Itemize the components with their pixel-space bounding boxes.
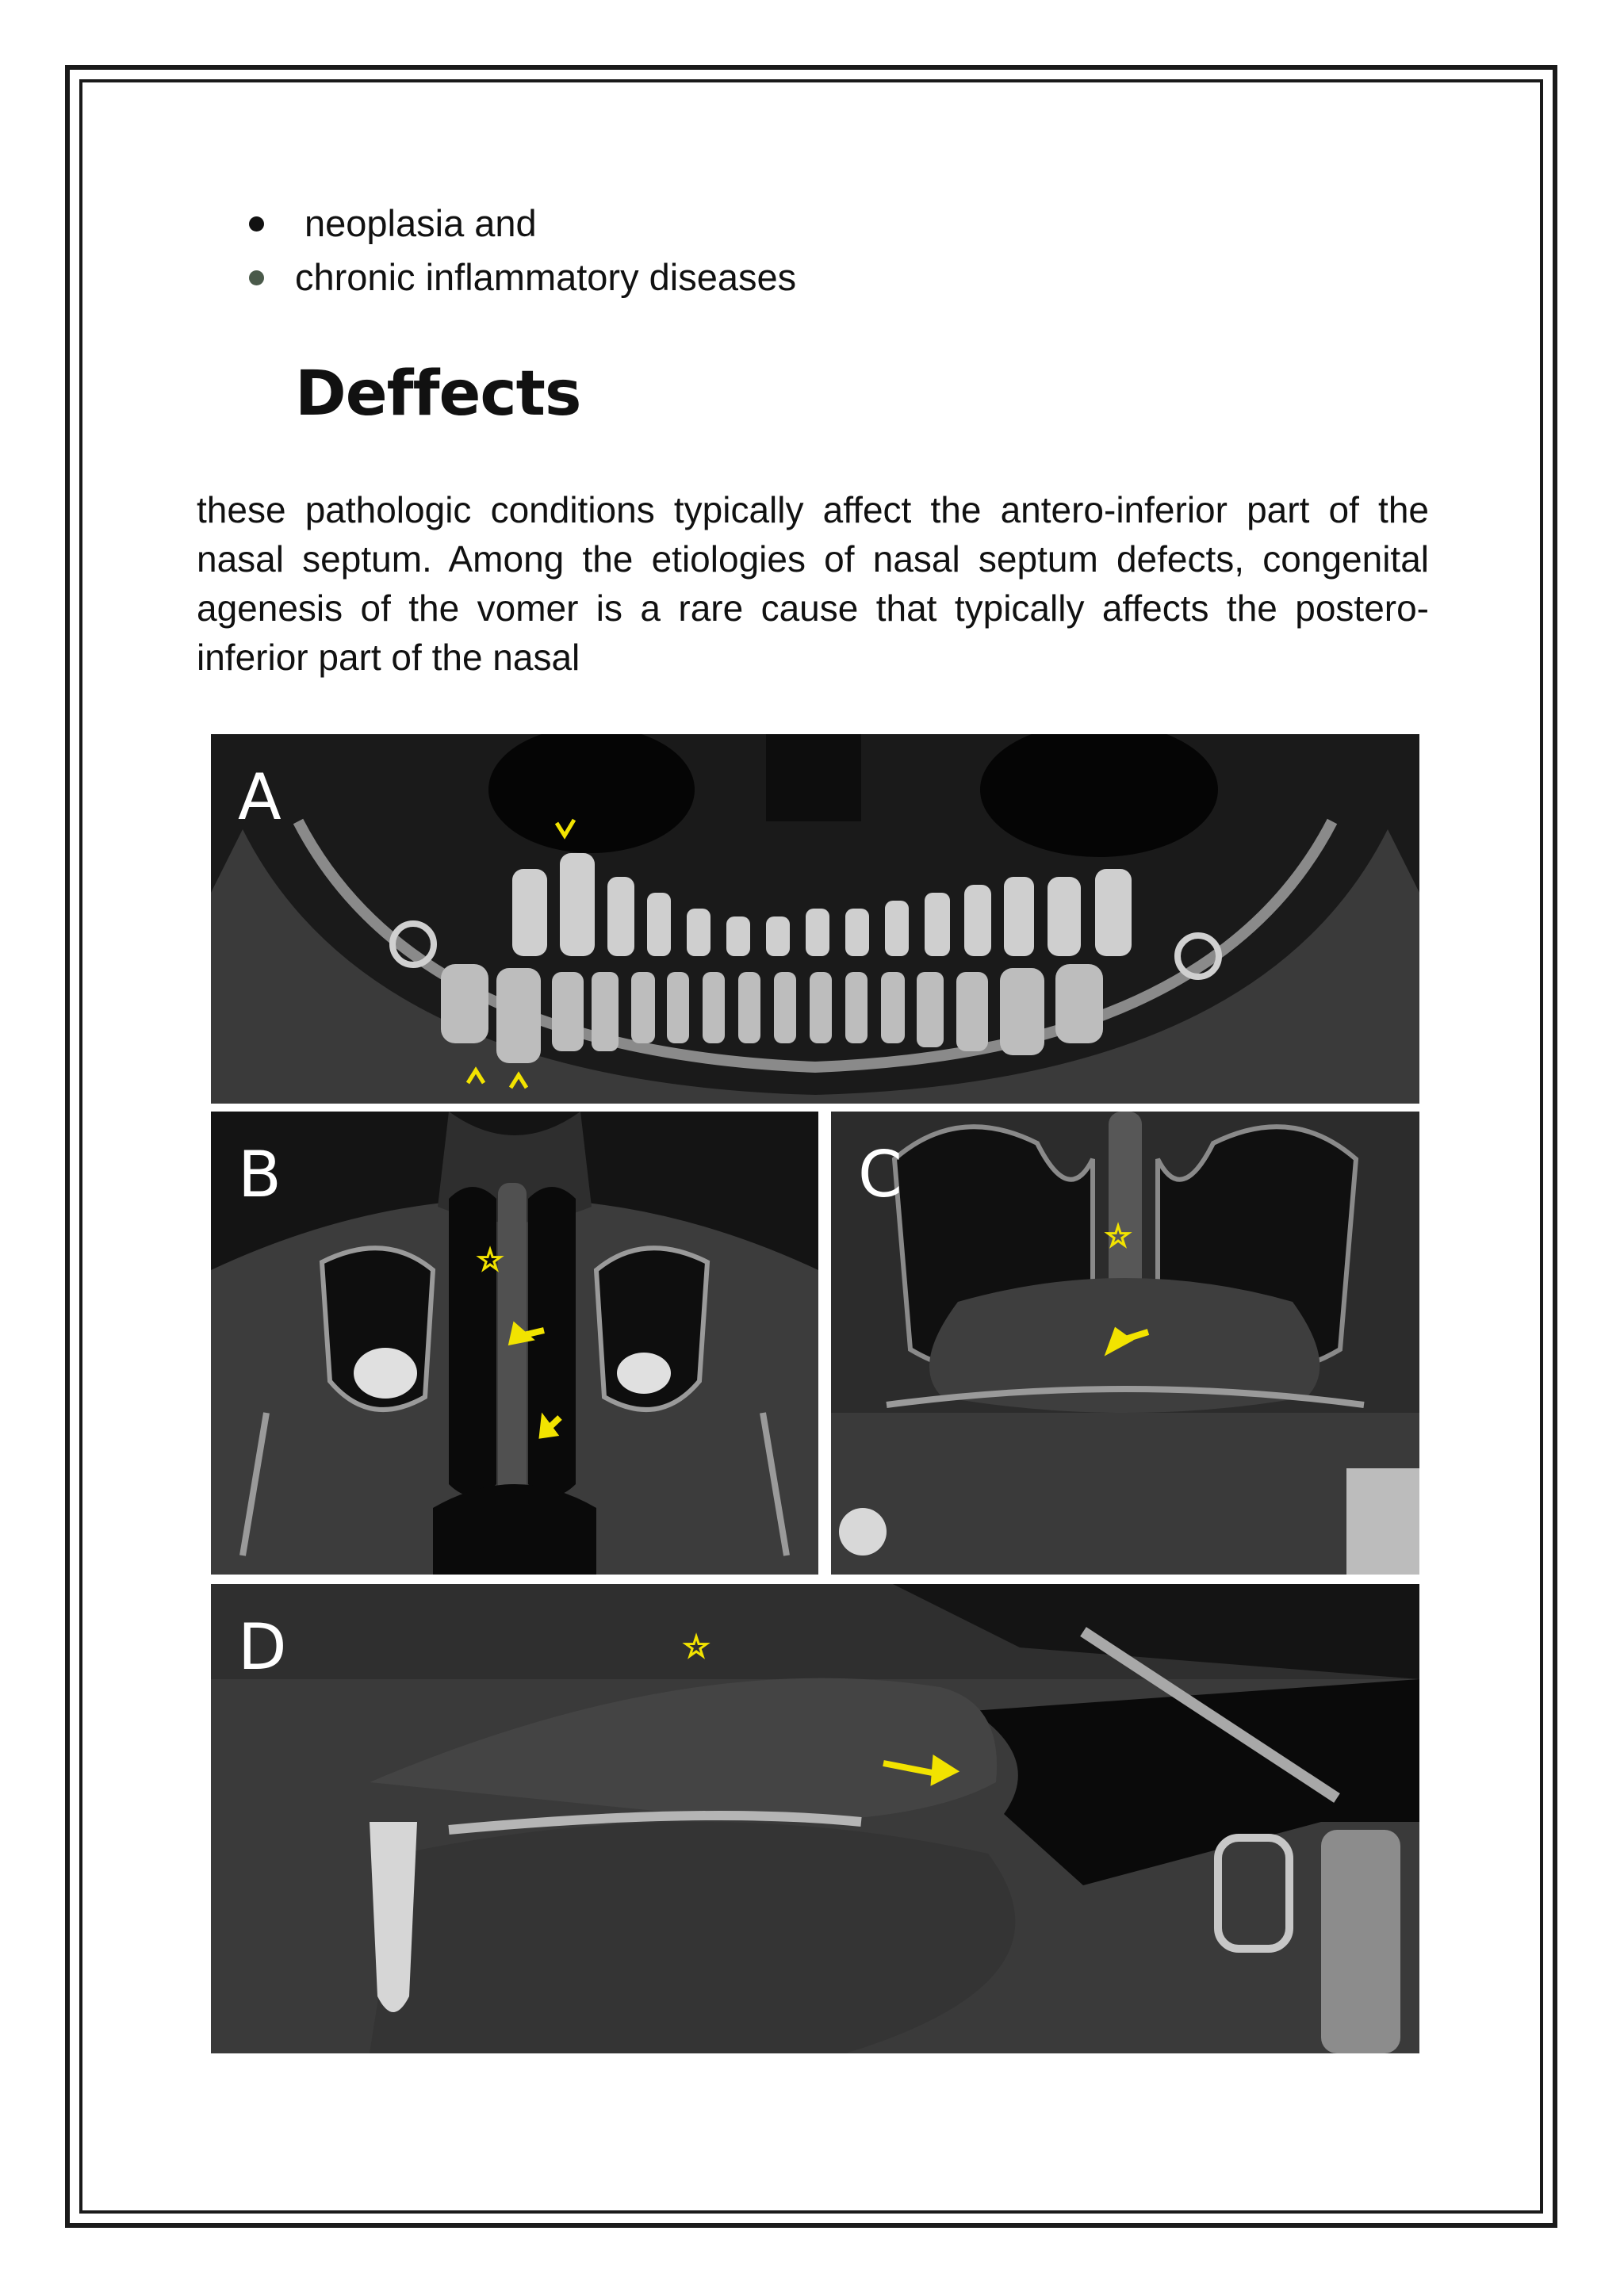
bullet-text: neoplasia and: [304, 202, 537, 244]
bullet-item: chronic inflammatory diseases: [238, 251, 796, 304]
panel-label: C: [858, 1138, 902, 1211]
arrow-icon: [538, 1412, 562, 1439]
page-border-outer: [65, 65, 1557, 2228]
figure-panel-a: A: [211, 734, 1419, 1104]
bullet-item: neoplasia and: [238, 197, 796, 251]
panoramic-ct-image: [211, 734, 1419, 1104]
bullet-text: chronic inflammatory diseases: [295, 256, 797, 298]
arrow-icon: [1104, 1326, 1150, 1357]
upper-teeth: [512, 853, 1132, 956]
bullet-dot-icon: [249, 216, 264, 232]
star-icon: ☆: [477, 1242, 504, 1277]
arrow-icon: [508, 1321, 545, 1346]
section-heading: Deffects: [295, 358, 581, 430]
sagittal-ct-image: ☆: [211, 1584, 1419, 2053]
arrowhead-markers: [465, 818, 576, 1089]
panel-label: D: [238, 1610, 287, 1684]
lower-teeth: [441, 964, 1103, 1063]
figure-panel-c: ☆ C: [831, 1112, 1419, 1575]
body-paragraph: these pathologic conditions typically af…: [197, 489, 1429, 678]
star-icon: ☆: [1105, 1219, 1132, 1253]
ct-figure: A ☆ B: [211, 734, 1419, 2053]
figure-panel-d: ☆ D: [211, 1584, 1419, 2053]
bullet-list: neoplasia and chronic inflammatory disea…: [238, 197, 796, 304]
page-border-inner: [79, 79, 1543, 2214]
arrow-icon: [883, 1755, 960, 1786]
coronal-ct-image: ☆: [831, 1112, 1419, 1575]
panel-label: A: [238, 760, 282, 834]
axial-ct-image: ☆: [211, 1112, 818, 1575]
panel-label: B: [238, 1138, 282, 1211]
star-icon: ☆: [683, 1629, 710, 1664]
figure-panel-b: ☆ B: [211, 1112, 818, 1575]
bullet-dot-icon: [249, 270, 264, 285]
